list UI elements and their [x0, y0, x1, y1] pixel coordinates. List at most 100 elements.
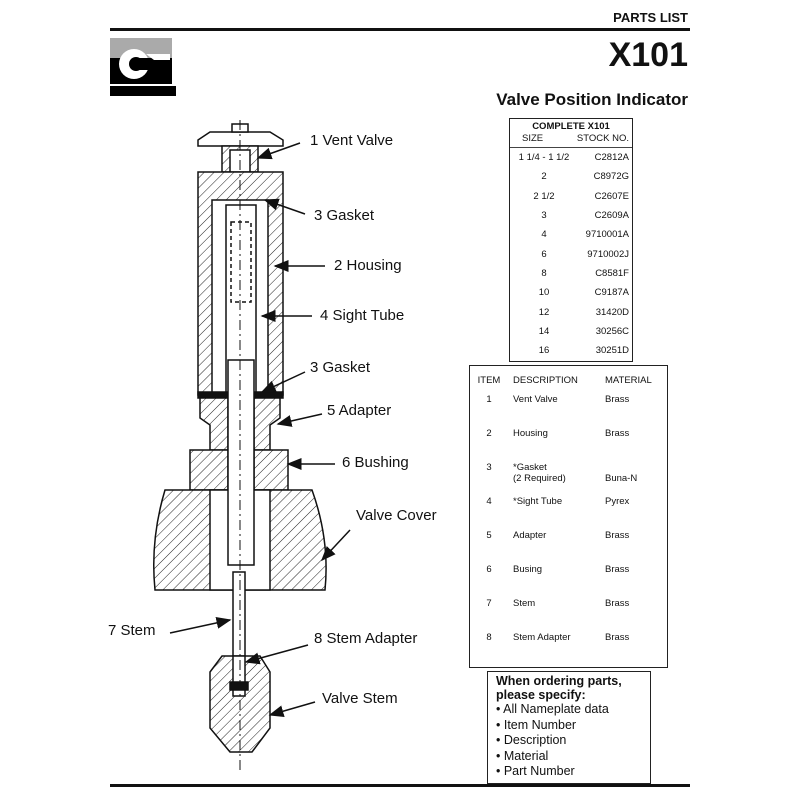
description-text: Busing [513, 564, 543, 575]
description-text: *Gasket [513, 462, 547, 473]
stock-no-cell: 30251D [595, 345, 629, 357]
description-text: Vent Valve [513, 394, 558, 405]
material-cell: Brass [605, 428, 630, 439]
callout-adapter: 5 Adapter [327, 402, 392, 419]
table-row: 10 C9187A [510, 283, 632, 302]
item-cell: 4 [486, 496, 492, 507]
footer-rule [110, 784, 690, 787]
header-item: ITEM [477, 374, 501, 386]
description-cell: *Sight Tube [508, 496, 605, 507]
ordering-item: • Material [496, 748, 549, 763]
table-row: 7 Stem Brass [470, 598, 667, 632]
header-description: DESCRIPTION [513, 374, 578, 386]
item-cell: 2 [486, 428, 492, 439]
table-row: 16 30251D [510, 341, 632, 360]
description-note: (2 Required) [513, 473, 566, 484]
page-title: Valve Position Indicator [496, 90, 688, 109]
stock-no-cell: 30256C [595, 325, 629, 337]
ordering-title-2: please specify: [496, 688, 586, 702]
material-cell: Brass [605, 394, 630, 405]
description-text: Housing [513, 428, 548, 439]
item-cell: 5 [486, 530, 492, 541]
stock-no-cell: 9710001A [585, 229, 629, 241]
description-cell: *Gasket(2 Required) [508, 462, 605, 484]
size-cell: 1 1/4 - 1 1/2 [518, 152, 570, 164]
table-row: 6 Busing Brass [470, 564, 667, 598]
table-row: 14 30256C [510, 322, 632, 341]
stock-no-cell: C2607E [594, 190, 629, 202]
section-label: PARTS LIST [613, 10, 688, 25]
size-cell: 4 [541, 229, 547, 241]
table-row: 5 Adapter Brass [470, 530, 667, 564]
table-row: 8 C8581F [510, 264, 632, 283]
item-cell: 8 [486, 632, 492, 643]
header-material: MATERIAL [605, 374, 652, 386]
table-row: 12 31420D [510, 302, 632, 321]
item-cell: 1 [486, 394, 492, 405]
header-size: SIZE [522, 133, 544, 144]
callout-valve-stem: Valve Stem [322, 690, 398, 707]
description-cell: Vent Valve [508, 394, 605, 405]
size-cell: 10 [538, 287, 550, 299]
material-cell: Brass [605, 564, 630, 575]
description-text: Stem Adapter [513, 632, 571, 643]
table-row: 4 9710001A [510, 225, 632, 244]
description-cell: Stem Adapter [508, 632, 605, 643]
material-cell: Brass [605, 632, 630, 643]
item-cell: 6 [486, 564, 492, 575]
ordering-instructions: When ordering parts, please specify: • A… [487, 671, 651, 784]
callout-housing: 2 Housing [334, 257, 402, 274]
header-rule [110, 28, 690, 31]
callout-vent-valve: 1 Vent Valve [310, 132, 394, 149]
table-caption: COMPLETE X101 [532, 121, 610, 132]
callout-stem-adapter: 8 Stem Adapter [314, 630, 418, 647]
description-cell: Stem [508, 598, 605, 609]
table-row: 3 C2609A [510, 206, 632, 225]
ordering-item: • All Nameplate data [496, 702, 609, 716]
callout-gasket-bottom: 3 Gasket [310, 359, 371, 376]
material-cell: Buna-N [605, 473, 638, 484]
stock-no-cell: 9710002J [587, 248, 629, 260]
material-cell: Brass [605, 530, 630, 541]
callout-stem: 7 Stem [108, 622, 156, 639]
table-row: 4 *Sight Tube Pyrex [470, 496, 667, 530]
stock-no-cell: C8581F [595, 267, 629, 279]
item-cell: 7 [486, 598, 492, 609]
size-cell: 6 [541, 248, 547, 260]
callout-gasket-top: 3 Gasket [314, 207, 375, 224]
description-cell: Adapter [508, 530, 605, 541]
table-row: 1 Vent Valve Brass [470, 394, 667, 428]
size-cell: 3 [541, 210, 547, 222]
stock-no-cell: 31420D [595, 306, 629, 318]
material-cell: Pyrex [605, 496, 630, 507]
ordering-item: • Description [496, 733, 567, 747]
ordering-item: • Item Number [496, 717, 577, 732]
size-cell: 2 [541, 171, 547, 183]
header-stock-no: STOCK NO. [576, 133, 629, 144]
ordering-title-1: When ordering parts, [496, 674, 622, 688]
table-row: 2 Housing Brass [470, 428, 667, 462]
stock-no-cell: C2812A [594, 152, 629, 164]
material-cell: Brass [605, 598, 630, 609]
cla-val-logo [110, 38, 176, 96]
size-cell: 14 [538, 325, 550, 337]
callout-sight-tube: 4 Sight Tube [320, 307, 405, 324]
description-text: Adapter [513, 530, 547, 541]
size-cell: 12 [538, 306, 550, 318]
complete-assembly-table: COMPLETE X101 SIZE STOCK NO. 1 1/4 - 1 1… [509, 118, 633, 362]
table-row: 6 9710002J [510, 244, 632, 263]
description-text: Stem [513, 598, 536, 609]
item-cell: 3 [486, 462, 492, 473]
description-text: *Sight Tube [513, 496, 563, 507]
table-row: 8 Stem Adapter Brass [470, 632, 667, 666]
size-cell: 8 [541, 267, 547, 279]
stock-no-cell: C9187A [594, 287, 629, 299]
stock-no-cell: C2609A [594, 210, 629, 222]
callout-bushing: 6 Bushing [342, 454, 409, 471]
description-cell: Busing [508, 564, 605, 575]
description-cell: Housing [508, 428, 605, 439]
size-cell: 16 [538, 345, 550, 357]
